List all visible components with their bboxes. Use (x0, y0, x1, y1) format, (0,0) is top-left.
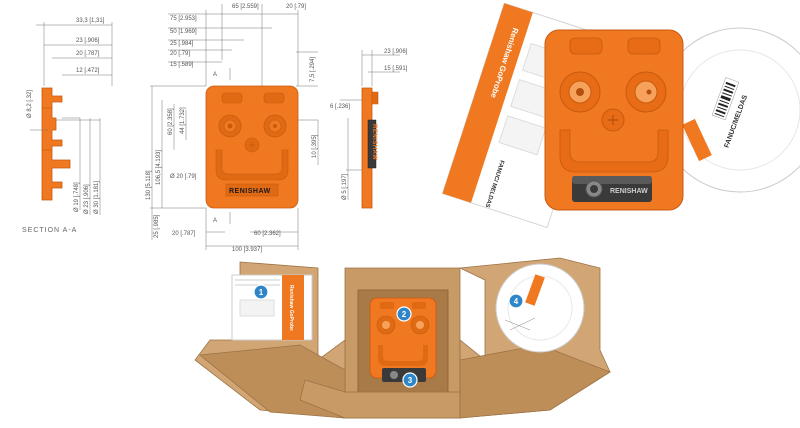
dim-side-23: 23 [.906] (76, 38, 100, 44)
badge-1: 1 (253, 284, 269, 300)
dim-front-130: 130 [5.118] (146, 170, 152, 200)
dim-end-phi5: Ø 5 [.197] (342, 173, 348, 200)
reference-disc: FANUC/MELDAS (657, 27, 800, 193)
dim-side-phi19: Ø 19 [.748] (74, 182, 80, 212)
dim-end-15: 15 [.591] (384, 66, 408, 72)
dim-front-75b: 7,5 [.294] (310, 57, 316, 82)
dim-front-75: 75 [2.953] (170, 16, 197, 22)
box-booklet: Renishaw GoProbe (231, 274, 313, 341)
section-marker-top: A (213, 72, 217, 78)
front-brand-text: RENISHAW (229, 188, 271, 195)
badge-3: 3 (402, 372, 418, 388)
dim-front-60b: 60 [2.362] (254, 231, 281, 237)
front-view: 65 [2.559] 20 [.79] 75 [2.953] 50 [1.969… (146, 4, 319, 253)
dim-side-20: 20 [.787] (76, 51, 100, 57)
dim-end-23: 23 [.906] (384, 49, 408, 55)
dim-side-phi82: Ø 8,2 [.32] (27, 90, 33, 118)
barcode-icon (711, 77, 740, 121)
svg-text:2: 2 (402, 310, 407, 319)
usb-brand-text: RENISHAW (610, 188, 648, 195)
side-section-view: 33,3 [1,31] 23 [.906] 20 [.787] 12 [.472… (22, 18, 113, 234)
fixture-plate: RENISHAW (544, 29, 684, 211)
box-fixture-plate (369, 297, 437, 379)
box-disc (495, 263, 585, 353)
dim-side-33: 33,3 [1,31] (76, 18, 105, 24)
dim-front-50: 50 [1.969] (170, 29, 197, 35)
section-marker-bottom: A (213, 218, 217, 224)
dim-end-6: 6 [.236] (330, 104, 350, 110)
dim-side-phi30: Ø 30 [1.181] (94, 181, 100, 214)
dim-front-20b: 20 [.787] (172, 231, 196, 237)
dim-front-100: 100 [3.937] (232, 247, 262, 253)
dim-front-1065: 106,5 [4.193] (156, 150, 162, 185)
usb-stick-icon: RENISHAW (572, 176, 652, 202)
badge-4: 4 (508, 293, 524, 309)
badge-2: 2 (396, 306, 412, 322)
dim-front-20: 20 [.79] (170, 51, 190, 57)
dim-front-65: 65 [2.559] (232, 4, 259, 10)
dim-front-44: 44 [1.732] (180, 107, 186, 134)
dim-front-60: 60 [2.358] (168, 108, 174, 135)
dim-front-15: 15 [.589] (170, 62, 194, 68)
svg-text:3: 3 (408, 376, 413, 385)
dim-front-10: 10 [.395] (312, 134, 318, 158)
dim-front-25: 25 [.984] (170, 41, 194, 47)
product-kit-render: Renishaw GoProbe FANUC/ MELDAS FANUC/MEL… (441, 2, 800, 229)
dim-front-phi20: Ø 20 [.79] (170, 174, 197, 180)
svg-text:4: 4 (514, 297, 519, 306)
section-label: SECTION A-A (22, 227, 77, 234)
dim-front-20-right: 20 [.79] (286, 4, 306, 10)
box-booklet-title: Renishaw GoProbe (288, 285, 294, 331)
dim-side-phi23: Ø 23 [.906] (84, 184, 90, 214)
dim-side-12: 12 [.472] (76, 68, 100, 74)
svg-text:1: 1 (259, 288, 264, 297)
open-packaging-box: Renishaw GoProbe (194, 257, 611, 419)
end-view: RENISHAW 23 [.906] 15 [.591] 6 [.236] Ø … (330, 49, 408, 209)
dim-front-25b: 25 [.985] (154, 214, 160, 238)
end-brand-text: RENISHAW (371, 124, 377, 160)
